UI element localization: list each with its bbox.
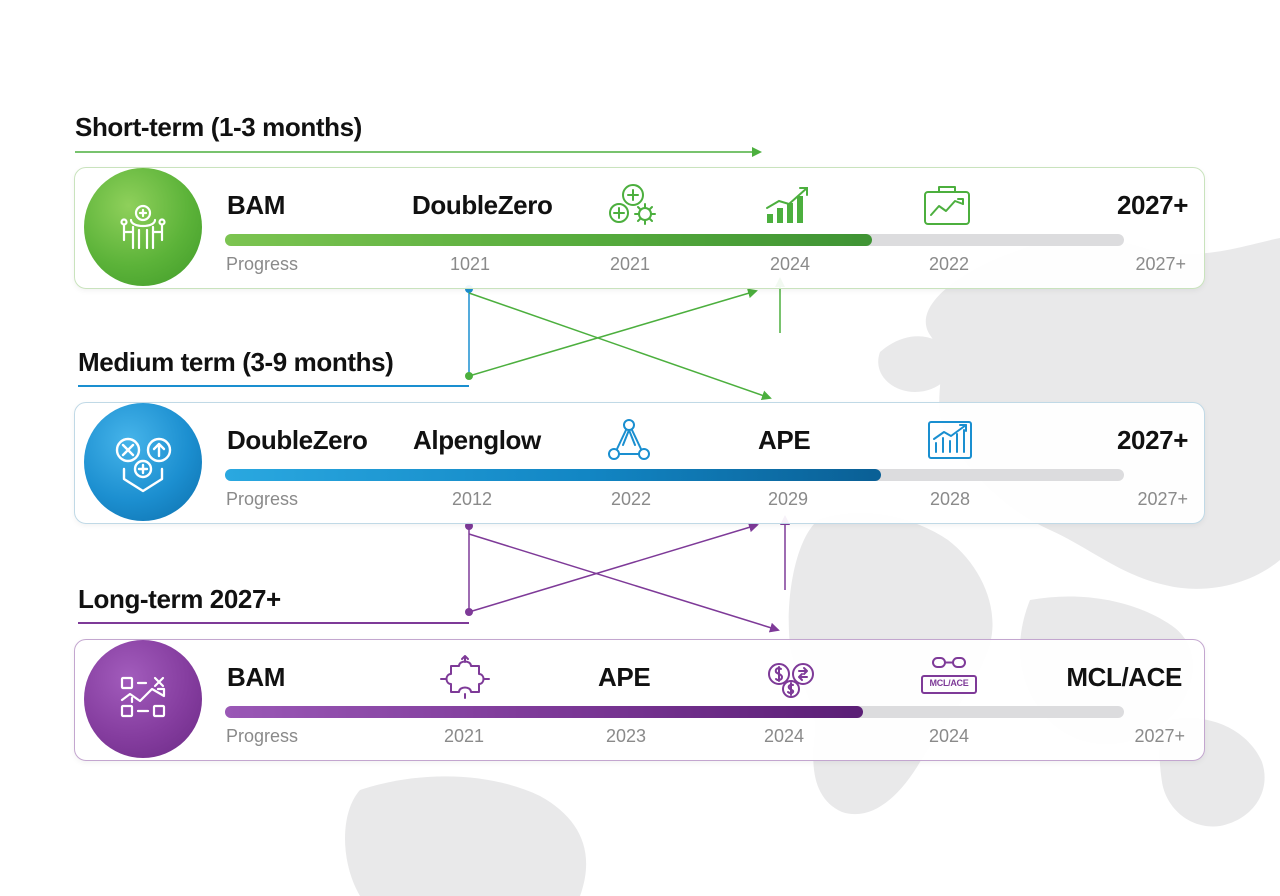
section-title-short-term: Short-term (1-3 months) (75, 112, 362, 142)
milestone-label-3: APE (758, 425, 811, 455)
briefcase-chart-icon (924, 186, 970, 225)
roadmap-card-short-term: BAM DoubleZero 2027+ Progress 1021 2021 … (74, 167, 1205, 289)
tick-label: 2023 (605, 726, 647, 746)
tick-label: 2027+ (1134, 726, 1185, 746)
tick-label: 2021 (609, 254, 651, 274)
tick-label: Progress (226, 726, 299, 746)
roadmap-card-long-term: BAM APE MCL/ACE MCL/ACE Progress 2021 20… (74, 639, 1205, 761)
progress-track (225, 706, 1124, 718)
tick-label: 2022 (928, 254, 970, 274)
tick-label: 2012 (451, 489, 493, 509)
roadmap-card-medium-term: DoubleZero Alpenglow APE 2027+ Progress … (74, 402, 1205, 524)
purple-cross-arrow-down (468, 533, 780, 633)
milestone-label-1: BAM (227, 190, 286, 220)
progress-fill (225, 234, 873, 246)
progress-track (225, 234, 1124, 246)
purple-connector-dot (465, 522, 473, 530)
purple-cross-arrow-up (468, 522, 759, 613)
tick-label: 2024 (769, 254, 811, 274)
currency-exchange-icon (768, 663, 814, 698)
gears-plus-icon (609, 184, 656, 225)
green-cross-arrow-down (468, 292, 772, 401)
workflow-icon (84, 640, 202, 758)
bar-chart-trend-icon (766, 187, 808, 223)
puzzle-arrows-icon (440, 655, 490, 699)
milestone-label-2: Alpenglow (413, 425, 541, 455)
milestone-label-2: DoubleZero (412, 190, 553, 220)
triangle-network-icon (608, 419, 650, 460)
milestone-label-3: MCL/ACE (1066, 662, 1182, 692)
tick-label: 2024 (928, 726, 970, 746)
milestone-label-3: 2027+ (1116, 190, 1188, 220)
long-term-title-rule (78, 622, 469, 624)
progress-track (225, 469, 1124, 481)
tick-label: 2022 (610, 489, 652, 509)
milestone-label-1: DoubleZero (227, 425, 368, 455)
section-title-long-term: Long-term 2027+ (78, 584, 281, 614)
team-network-icon (84, 168, 202, 286)
tick-label: 2027+ (1137, 489, 1188, 509)
tick-label: 2021 (443, 726, 485, 746)
tick-label: Progress (226, 254, 299, 274)
tick-label: 1021 (449, 254, 491, 274)
green-cross-arrow-up (468, 288, 758, 377)
mcl-ace-icon-text: MCL/ACE (929, 678, 969, 688)
section-title-medium-term: Medium term (3-9 months) (78, 347, 394, 377)
medium-term-title-rule (78, 385, 469, 387)
progress-fill (225, 469, 882, 481)
tick-label: Progress (226, 489, 299, 509)
progress-fill (225, 706, 864, 718)
hub-nodes-icon (84, 403, 202, 521)
tick-label: 2024 (763, 726, 805, 746)
bar-chart-growth-icon (928, 421, 972, 459)
tick-label: 2027+ (1135, 254, 1186, 274)
mcl-ace-link-icon: MCL/ACE (919, 654, 979, 700)
tick-label: 2028 (929, 489, 971, 509)
tick-label: 2029 (767, 489, 809, 509)
milestone-label-4: 2027+ (1116, 425, 1188, 455)
milestone-label-1: BAM (227, 662, 286, 692)
milestone-label-2: APE (598, 662, 651, 692)
